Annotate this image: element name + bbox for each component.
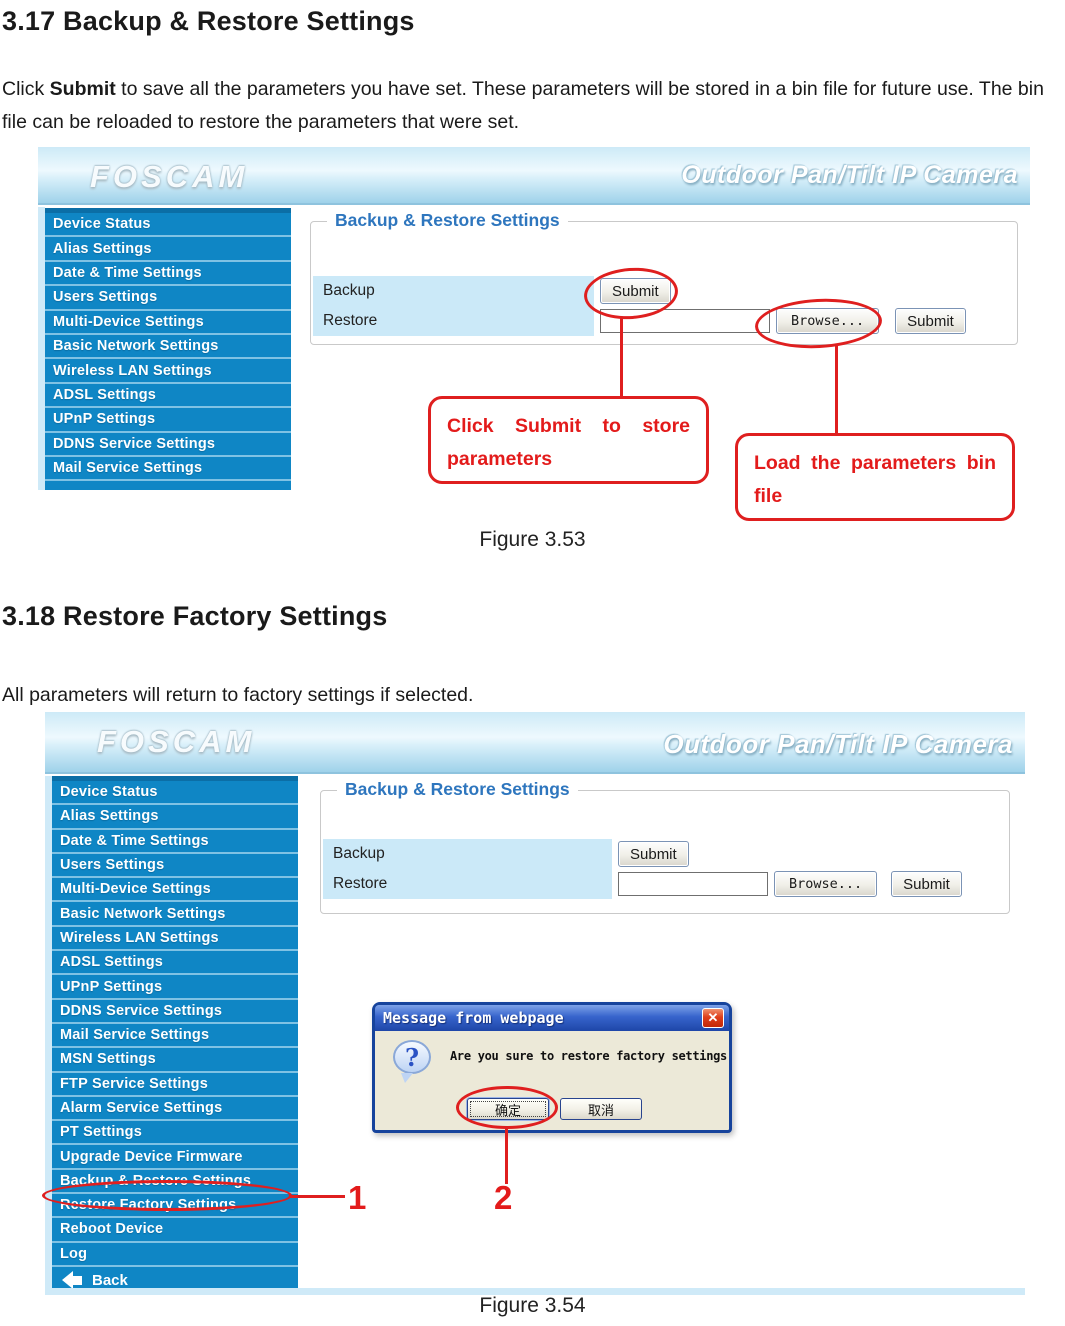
dialog-titlebar: Message from webpage ✕ xyxy=(375,1005,729,1031)
dialog-message: Are you sure to restore factory settings xyxy=(450,1049,727,1063)
backup-submit-button[interactable]: Submit xyxy=(600,278,671,304)
restore-file-input[interactable] xyxy=(618,872,768,896)
sidebar-item[interactable]: UPnP Settings xyxy=(52,975,298,1000)
sidebar-item[interactable]: FTP Service Settings xyxy=(52,1073,298,1097)
sidebar-item[interactable]: UPnP Settings xyxy=(45,408,291,433)
camera-ui-header: FOSCAM Outdoor Pan/Tilt IP Camera xyxy=(45,712,1025,774)
sidebar-item[interactable]: Mail Service Settings xyxy=(52,1024,298,1049)
restore-factory-circle-annotation xyxy=(42,1180,292,1211)
backup-label: Backup xyxy=(323,839,612,869)
sidebar-item[interactable]: Users Settings xyxy=(45,286,291,311)
browse-button[interactable]: Browse... xyxy=(774,871,878,897)
intro-paragraph-1: Click Submit to save all the parameters … xyxy=(2,78,1044,133)
sidebar-item[interactable]: Date & Time Settings xyxy=(52,830,298,854)
annotation-line-step2 xyxy=(505,1127,508,1184)
backup-restore-panel: Backup & Restore Settings Backup Submit … xyxy=(310,210,1018,345)
foscam-logo: FOSCAM xyxy=(97,724,256,759)
sidebar-item[interactable]: Basic Network Settings xyxy=(52,902,298,927)
sidebar-item[interactable]: DDNS Service Settings xyxy=(45,433,291,457)
restore-row: Restore Browse... Submit xyxy=(313,306,966,336)
restore-row: Restore Browse... Submit xyxy=(323,869,962,899)
panel-legend: Backup & Restore Settings xyxy=(327,210,568,231)
figure-3-53-screenshot: FOSCAM Outdoor Pan/Tilt IP Camera Device… xyxy=(38,147,1030,490)
sidebar-item-back[interactable]: Back xyxy=(52,1267,298,1288)
figure-caption: Figure 3.54 xyxy=(479,1294,586,1317)
camera-model-title: Outdoor Pan/Tilt IP Camera xyxy=(663,729,1013,759)
close-icon: ✕ xyxy=(707,1010,719,1025)
camera-model-title: Outdoor Pan/Tilt IP Camera xyxy=(681,161,1018,189)
sidebar-item[interactable]: Reboot Device xyxy=(52,1218,298,1243)
foscam-logo: FOSCAM xyxy=(90,159,249,194)
backup-row: Backup Submit xyxy=(313,276,671,306)
ok-button-circle-annotation xyxy=(456,1086,558,1129)
browse-button[interactable]: Browse... xyxy=(776,308,880,334)
restore-file-input[interactable] xyxy=(600,309,770,333)
sidebar-item[interactable]: Multi-Device Settings xyxy=(52,878,298,903)
sidebar-item[interactable]: ADSL Settings xyxy=(52,951,298,976)
annotation-line-browse xyxy=(835,346,838,435)
figure-caption: Figure 3.53 xyxy=(479,528,586,551)
left-strip xyxy=(38,207,45,490)
sidebar-item[interactable]: Upgrade Device Firmware xyxy=(52,1145,298,1170)
bottom-strip xyxy=(45,1288,1025,1295)
section-3-17-heading: 3.17 Backup & Restore Settings xyxy=(2,6,415,36)
sidebar-item[interactable]: Date & Time Settings xyxy=(45,262,291,287)
sidebar-item[interactable]: Multi-Device Settings xyxy=(45,311,291,335)
callout-submit: Click Submit to store parameters xyxy=(428,396,709,484)
step-2-label: 2 xyxy=(494,1179,513,1216)
panel-legend: Backup & Restore Settings xyxy=(337,779,578,800)
sidebar-item[interactable]: Alarm Service Settings xyxy=(52,1097,298,1122)
restore-label: Restore xyxy=(323,869,612,899)
back-arrow-icon xyxy=(62,1271,82,1288)
restore-label: Restore xyxy=(313,306,594,336)
sidebar-item[interactable]: PT Settings xyxy=(52,1121,298,1146)
sidebar-item[interactable]: Alias Settings xyxy=(45,237,291,262)
sidebar-item[interactable]: Wireless LAN Settings xyxy=(52,927,298,952)
sidebar-item[interactable]: MSN Settings xyxy=(52,1048,298,1073)
sidebar-item[interactable]: DDNS Service Settings xyxy=(52,1000,298,1024)
intro-paragraph-2: All parameters will return to factory se… xyxy=(2,684,474,706)
sidebar-item[interactable]: Device Status xyxy=(45,213,291,238)
left-strip xyxy=(45,776,52,1295)
restore-submit-button[interactable]: Submit xyxy=(891,871,962,897)
sidebar-item[interactable]: Device Status xyxy=(52,781,298,806)
sidebar-item[interactable]: Basic Network Settings xyxy=(45,335,291,360)
sidebar-item[interactable]: Log xyxy=(52,1243,298,1267)
question-icon-tail xyxy=(401,1073,413,1083)
cancel-button[interactable]: 取消 xyxy=(560,1098,642,1120)
restore-submit-button[interactable]: Submit xyxy=(895,308,966,334)
camera-ui-header: FOSCAM Outdoor Pan/Tilt IP Camera xyxy=(38,147,1030,205)
dialog-title: Message from webpage xyxy=(383,1009,564,1027)
annotation-line-submit xyxy=(620,317,623,398)
question-icon: ? xyxy=(393,1040,431,1074)
sidebar-item[interactable]: ADSL Settings xyxy=(45,384,291,409)
backup-restore-panel: Backup & Restore Settings Backup Submit … xyxy=(320,779,1010,914)
backup-label: Backup xyxy=(313,276,594,306)
backup-row: Backup Submit xyxy=(323,839,689,869)
sidebar-item[interactable]: Alias Settings xyxy=(52,805,298,830)
callout-browse: Load the parameters bin file xyxy=(735,433,1015,521)
sidebar-item[interactable]: Mail Service Settings xyxy=(45,457,291,482)
annotation-line-step1 xyxy=(290,1195,345,1198)
sidebar-item[interactable]: Users Settings xyxy=(52,854,298,879)
step-1-label: 1 xyxy=(348,1179,367,1216)
dialog-close-button[interactable]: ✕ xyxy=(702,1008,724,1028)
sidebar-item[interactable]: Wireless LAN Settings xyxy=(45,359,291,384)
backup-submit-button[interactable]: Submit xyxy=(618,841,689,867)
section-3-18-heading: 3.18 Restore Factory Settings xyxy=(2,601,388,631)
